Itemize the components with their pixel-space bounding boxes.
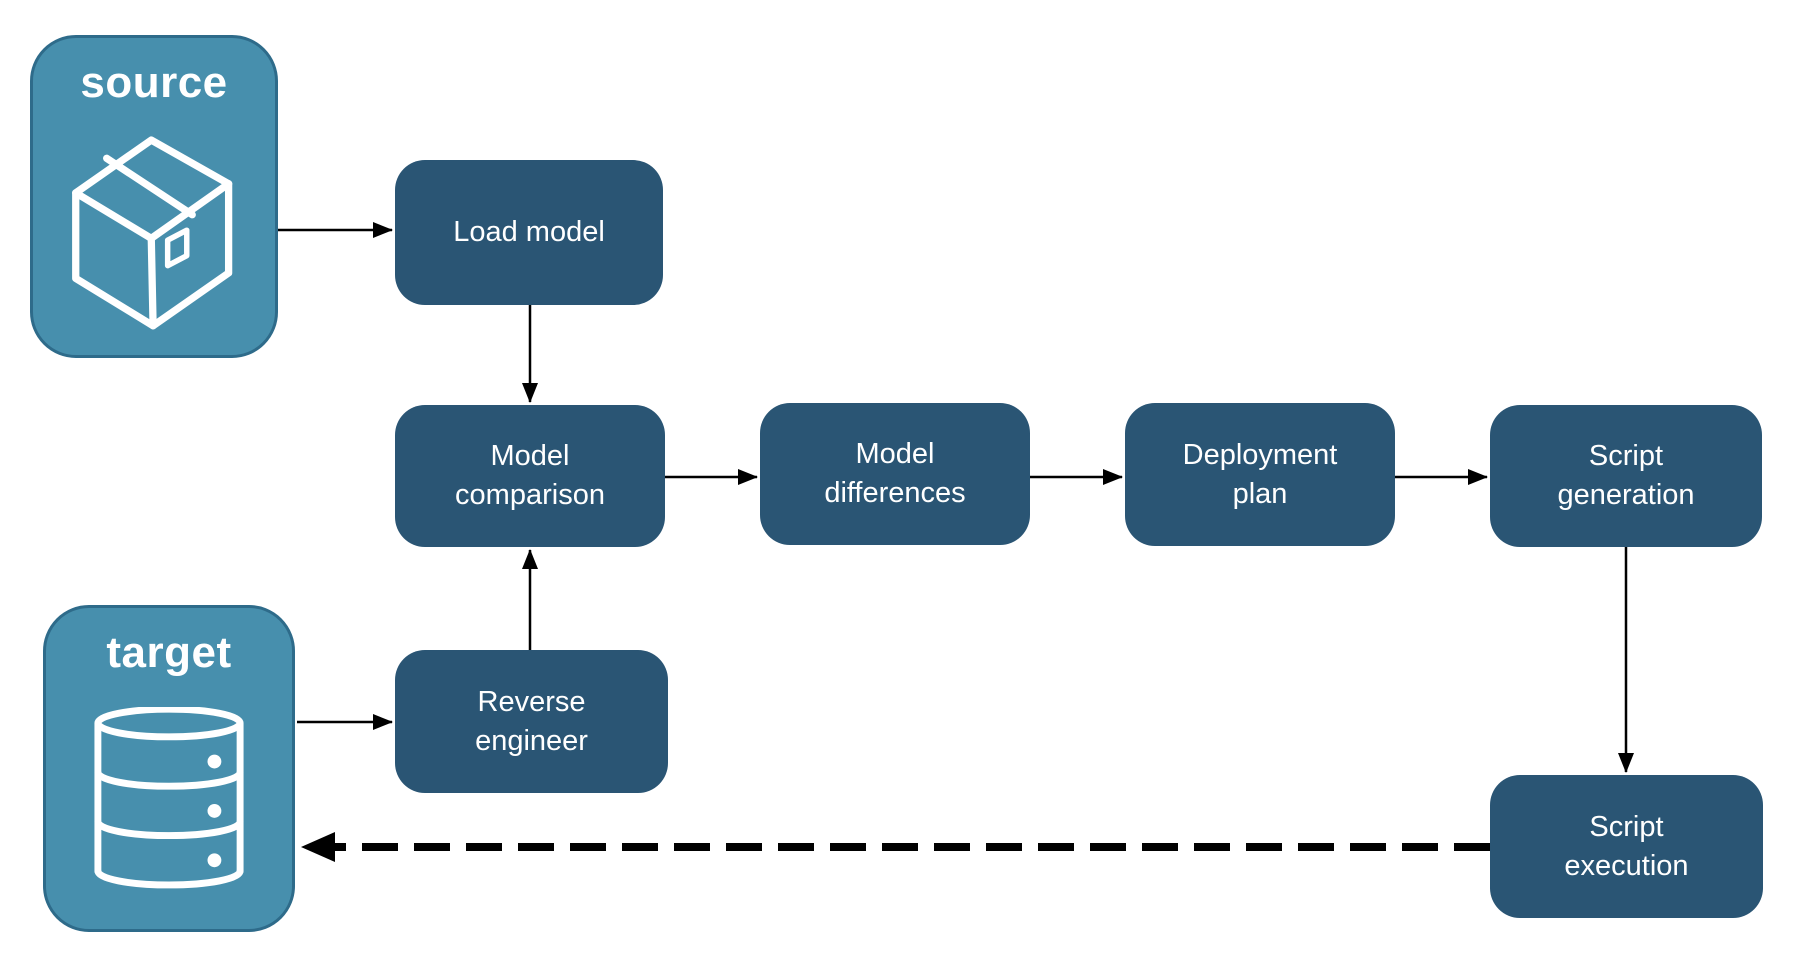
package-icon (33, 108, 275, 355)
target-label: target (106, 628, 232, 677)
node-target: target (43, 605, 295, 932)
script-execution-label: Script execution (1564, 810, 1689, 882)
load-model-label: Load model (453, 216, 605, 248)
database-icon (46, 678, 292, 929)
script-generation-label: Script generation (1557, 440, 1695, 511)
model-differences-label: Model differences (824, 438, 966, 509)
model-comparison-label: Model comparison (455, 440, 605, 511)
node-model-differences: Model differences (760, 403, 1030, 545)
deployment-plan-label: Deployment plan (1182, 438, 1338, 510)
node-load-model: Load model (395, 160, 663, 305)
node-deployment-plan: Deployment plan (1125, 403, 1395, 546)
source-label: source (80, 58, 228, 107)
reverse-engineer-label: Reverse engineer (475, 685, 588, 757)
node-script-execution: Script execution (1490, 775, 1763, 918)
node-script-generation: Script generation (1490, 405, 1762, 547)
node-model-comparison: Model comparison (395, 405, 665, 547)
node-source: source (30, 35, 278, 358)
node-reverse-engineer: Reverse engineer (395, 650, 668, 793)
